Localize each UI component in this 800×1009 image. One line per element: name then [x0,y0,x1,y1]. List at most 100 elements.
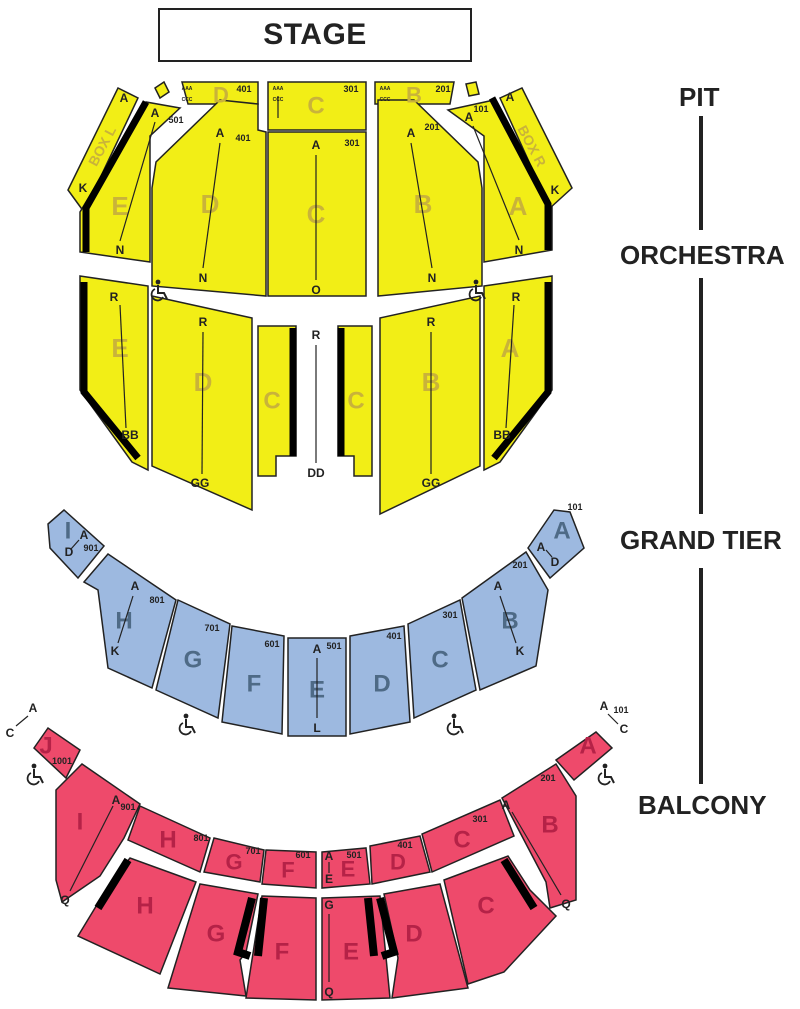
section-number: 601 [295,850,310,860]
section-orch-e-rear[interactable] [79,275,149,472]
row-start-label: A [600,699,609,713]
section-gt-d[interactable] [349,625,411,735]
section-letter: D [373,671,390,698]
row-end-label: K [516,644,525,658]
row-guide [505,304,515,429]
level-divider [699,568,703,784]
section-gt-b[interactable] [461,550,549,692]
rail [488,96,552,250]
row-end-label: E [325,872,333,886]
section-number: 301 [343,84,358,94]
section-letter: E [111,333,128,363]
rail [376,896,399,960]
row-start-label: A [465,110,474,124]
section-gt-c[interactable] [407,598,477,720]
section-letter: C [477,893,494,920]
section-orch-c-front[interactable] [267,131,367,297]
row-start-label: AAA [182,86,193,92]
row-start-label: A [80,528,89,542]
row-end-label: K [551,183,560,197]
section-letter: B [501,608,518,635]
section-pit-b[interactable] [374,81,455,105]
section-number: 401 [236,84,251,94]
section-orch-c-rear-left[interactable] [257,325,297,477]
row-end-label: D [551,555,560,569]
section-bal-c-front[interactable] [421,799,515,874]
level-label-orchestra: ORCHESTRA [620,240,785,270]
section-gt-f[interactable] [221,625,285,735]
row-start-label: R [427,315,436,329]
row-start-label: A [131,579,140,593]
row-end-label: Q [60,893,69,907]
rail [254,897,268,957]
section-letter: D [201,189,220,219]
section-number: 101 [473,104,488,114]
section-number: 701 [204,623,219,633]
section-letter: B [406,83,422,108]
section-bal-g-rear[interactable] [167,883,259,997]
section-bal-i[interactable] [55,763,141,904]
row-guide [70,539,80,550]
rail [491,282,552,461]
row-end-label: CCC [380,97,391,103]
row-start-label: A [216,126,225,140]
row-start-label: A [112,793,121,807]
row-guide [607,713,619,725]
row-guide [410,142,433,269]
box-seat-right[interactable] [465,81,480,97]
box-seat-left[interactable] [154,80,170,100]
row-guide [202,142,221,269]
section-letter: E [341,857,356,882]
section-number: 801 [193,833,208,843]
row-guide [15,715,29,727]
row-start-label: A [506,90,515,104]
section-number: 701 [245,846,260,856]
section-gt-g[interactable] [155,598,231,720]
section-gt-h[interactable] [82,553,177,690]
section-bal-h-front[interactable] [127,804,211,874]
section-letter: H [136,893,153,920]
section-number: 201 [512,560,527,570]
section-orch-b-rear[interactable] [379,295,481,516]
section-bal-f-front[interactable] [261,849,317,889]
row-start-label: A [537,540,546,554]
row-end-label: DD [307,466,325,480]
section-number: 401 [386,631,401,641]
row-guide [69,805,114,892]
section-orch-b-front[interactable] [377,99,483,297]
section-pit-c[interactable] [267,81,367,131]
row-start-label: A [325,849,334,863]
section-orch-d-front[interactable] [151,99,267,297]
section-orch-a-rear[interactable] [483,275,553,472]
section-letter: E [111,191,128,221]
section-number: 201 [435,84,450,94]
section-bal-c-rear[interactable] [443,855,558,985]
row-end-label: D [65,545,74,559]
row-start-label: G [324,898,333,912]
section-bal-b[interactable] [501,762,577,909]
section-letter: C [431,647,448,674]
row-end-label: K [111,644,120,658]
section-letter: C [263,388,280,415]
row-end-label: N [199,271,208,285]
section-letter: B [414,189,433,219]
section-letter: J [39,733,52,760]
section-number: 401 [397,840,412,850]
wheelchair-icon [446,713,464,736]
row-start-label: A [29,701,38,715]
section-letter: I [77,809,84,836]
section-bal-e-front[interactable] [321,847,371,889]
section-bal-a[interactable] [554,731,614,782]
row-end-label: CCC [273,97,284,103]
section-letter: A [553,518,570,545]
section-letter: H [115,608,132,635]
section-number: 1001 [52,756,72,766]
section-bal-j[interactable] [33,726,81,780]
section-bal-d-front[interactable] [369,835,431,885]
row-start-label: A [313,642,322,656]
section-gt-a[interactable] [527,509,585,580]
section-bal-g-front[interactable] [203,837,265,883]
row-end-label: C [6,726,15,740]
section-box-l[interactable] [67,86,139,214]
